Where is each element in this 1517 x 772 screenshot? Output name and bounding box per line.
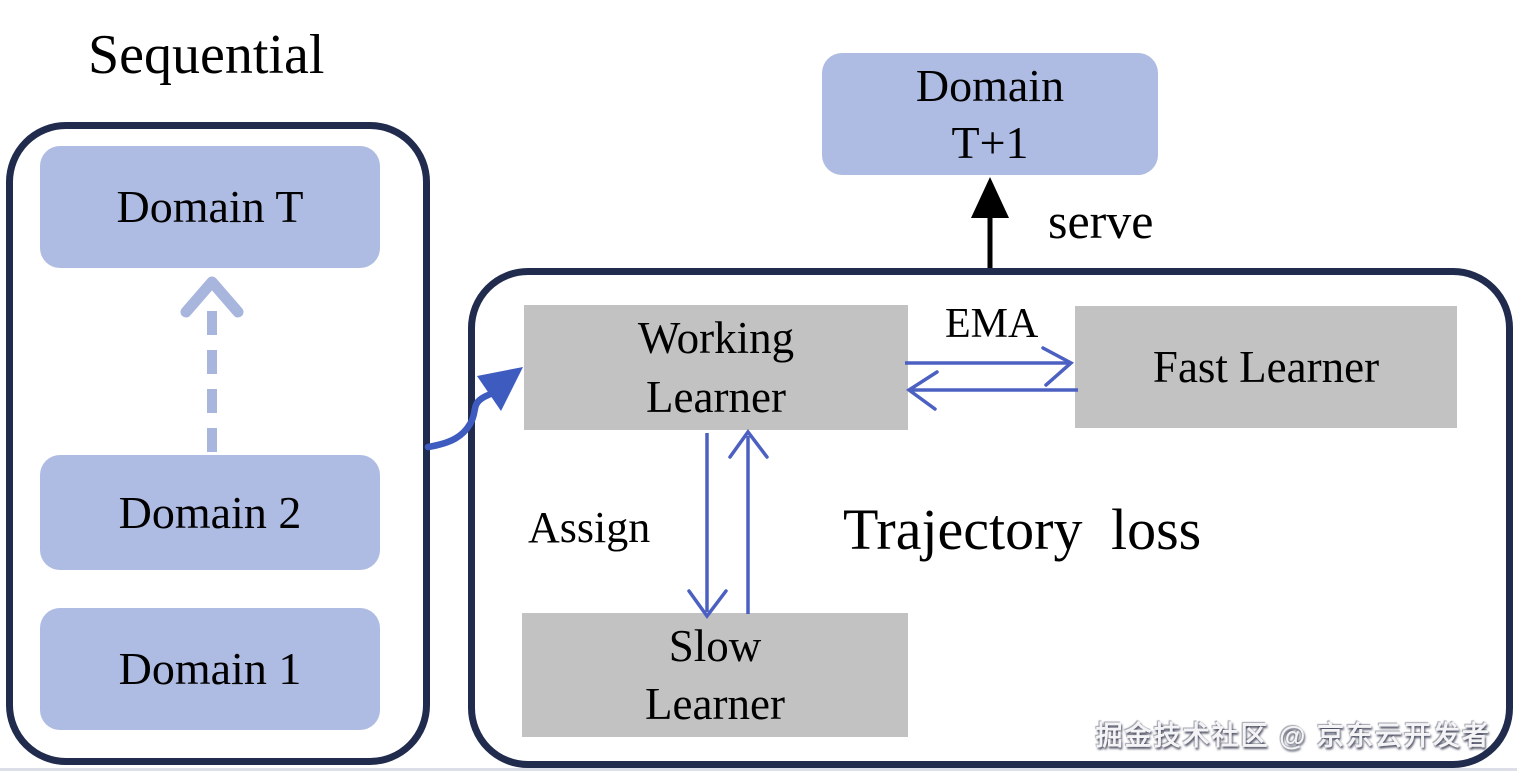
learner-panel (468, 268, 1513, 768)
domain-1-label: Domain 1 (118, 643, 302, 695)
domain-2-label: Domain 2 (118, 486, 302, 538)
domain-t-box: Domain T (40, 146, 380, 268)
fast-learner-label: Fast Learner (1152, 341, 1380, 392)
slow-learner-line1: Slow (668, 620, 762, 671)
working-learner-line2: Learner (646, 371, 786, 422)
ema-label: EMA (945, 301, 1039, 347)
domain-t1-box: Domain T+1 (822, 53, 1158, 175)
serve-label: serve (1048, 193, 1154, 249)
domain-t-label: Domain T (116, 181, 304, 233)
bottom-divider (0, 768, 1517, 771)
domain-1-box: Domain 1 (40, 608, 380, 730)
slow-learner-line2: Learner (645, 679, 785, 729)
watermark-text: 掘金技术社区 @ 京东云开发者 (1095, 721, 1491, 751)
domain-t1-line2: T+1 (951, 117, 1029, 168)
trajectory-loss-label: Trajectory loss (843, 497, 1202, 562)
assign-label: Assign (528, 503, 651, 552)
domain-t1-line1: Domain (915, 59, 1065, 111)
domain-2-box: Domain 2 (40, 455, 380, 570)
working-learner-line1: Working (637, 313, 795, 363)
slow-learner-box: Slow Learner (522, 613, 908, 737)
fast-learner-box: Fast Learner (1075, 306, 1457, 428)
serve-arrow-icon (971, 177, 1009, 268)
sequential-title: Sequential (88, 24, 325, 86)
working-learner-box: Working Learner (524, 305, 908, 430)
